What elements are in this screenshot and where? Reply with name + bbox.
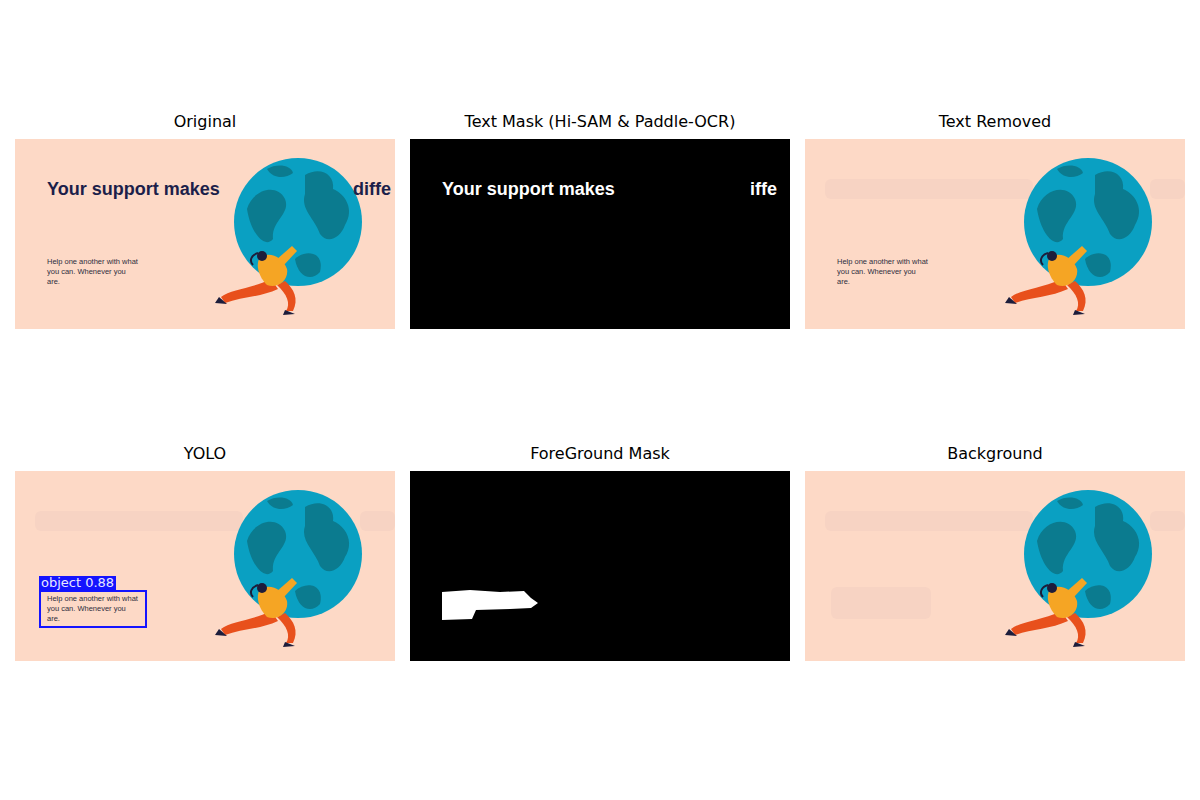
panel-title: YOLO: [15, 444, 395, 464]
image-ground: [410, 471, 790, 661]
globe: [234, 490, 362, 618]
person-figure: [276, 578, 297, 598]
person-figure: [277, 281, 296, 311]
inpaint-smudge: [831, 587, 931, 619]
headline-text: Your support makes: [47, 178, 220, 200]
person-hair: [1041, 585, 1048, 597]
panel-title: Text Removed: [805, 112, 1185, 132]
foreground-blob: [442, 590, 538, 620]
person-figure: [283, 310, 295, 315]
continent: [267, 498, 293, 510]
person-figure: [1066, 578, 1087, 598]
image-ground: [410, 139, 790, 329]
continent: [247, 190, 286, 242]
panel-title: ForeGround Mask: [410, 444, 790, 464]
inpaint-smudge: [1150, 179, 1185, 199]
inpaint-smudge: [360, 511, 395, 531]
image-panel: [15, 139, 395, 329]
image-panel: [805, 471, 1185, 661]
continent: [1094, 171, 1139, 239]
person-figure: [1073, 642, 1085, 647]
continent: [1037, 190, 1076, 242]
image-panel: Background: [805, 471, 1185, 661]
continent: [1085, 253, 1111, 277]
person-figure: [215, 629, 227, 636]
continent: [1057, 166, 1083, 178]
person-figure: [276, 246, 297, 266]
globe: [234, 158, 362, 286]
detection-box: object 0.88Help one another with what yo…: [39, 590, 147, 628]
continent: [247, 522, 286, 574]
body-text: Help one another with what you can. When…: [47, 257, 139, 287]
image-panel: [15, 471, 395, 661]
inpaint-smudge: [825, 179, 1033, 199]
image-panel: YOLOobject 0.88Help one another with wha…: [15, 471, 395, 661]
headline-text: iffe: [750, 178, 777, 200]
image-panel: ForeGround Mask: [410, 471, 790, 661]
continent: [295, 585, 321, 609]
panel-title: Original: [15, 112, 395, 132]
image-panel: [410, 139, 790, 329]
continent: [267, 166, 293, 178]
person-figure: [283, 642, 295, 647]
person-head: [1047, 583, 1057, 593]
person-figure: [1005, 629, 1017, 636]
globe: [1024, 158, 1152, 286]
person-hair: [251, 585, 258, 597]
panel-title: Text Mask (Hi-SAM & Paddle-OCR): [410, 112, 790, 132]
image-ground: [15, 139, 395, 329]
detection-label: object 0.88: [39, 576, 116, 590]
continent: [304, 503, 349, 571]
person-figure: [1067, 613, 1086, 643]
image-panel: [805, 139, 1185, 329]
person-figure: [277, 613, 296, 643]
person-hair: [251, 253, 258, 265]
person-head: [257, 583, 267, 593]
image-panel: [410, 471, 790, 661]
body-text: Help one another with what you can. When…: [837, 257, 929, 287]
headline-text: diffe: [353, 178, 391, 200]
image-ground: [15, 471, 395, 661]
image-panel: Text Mask (Hi-SAM & Paddle-OCR)Your supp…: [410, 139, 790, 329]
body-text: Help one another with what you can. When…: [47, 594, 139, 624]
panel-title: Background: [805, 444, 1185, 464]
continent: [1094, 503, 1139, 571]
inpaint-smudge: [1150, 511, 1185, 531]
person-figure: [1066, 246, 1087, 266]
continent: [1037, 522, 1076, 574]
continent: [1057, 498, 1083, 510]
person-figure: [1067, 281, 1086, 311]
person-head: [1047, 251, 1057, 261]
inpaint-smudge: [35, 511, 243, 531]
person-figure: [1073, 310, 1085, 315]
person-figure: [215, 297, 227, 304]
continent: [295, 253, 321, 277]
headline-text: Your support makes: [442, 178, 615, 200]
image-ground: [805, 139, 1185, 329]
continent: [1085, 585, 1111, 609]
person-figure: [1005, 297, 1017, 304]
image-ground: [805, 471, 1185, 661]
image-panel: Text RemovedHelp one another with what y…: [805, 139, 1185, 329]
globe: [1024, 490, 1152, 618]
continent: [304, 171, 349, 239]
person-hair: [1041, 253, 1048, 265]
image-panel: OriginalYour support makesdiffeHelp one …: [15, 139, 395, 329]
inpaint-smudge: [825, 511, 1033, 531]
person-head: [257, 251, 267, 261]
